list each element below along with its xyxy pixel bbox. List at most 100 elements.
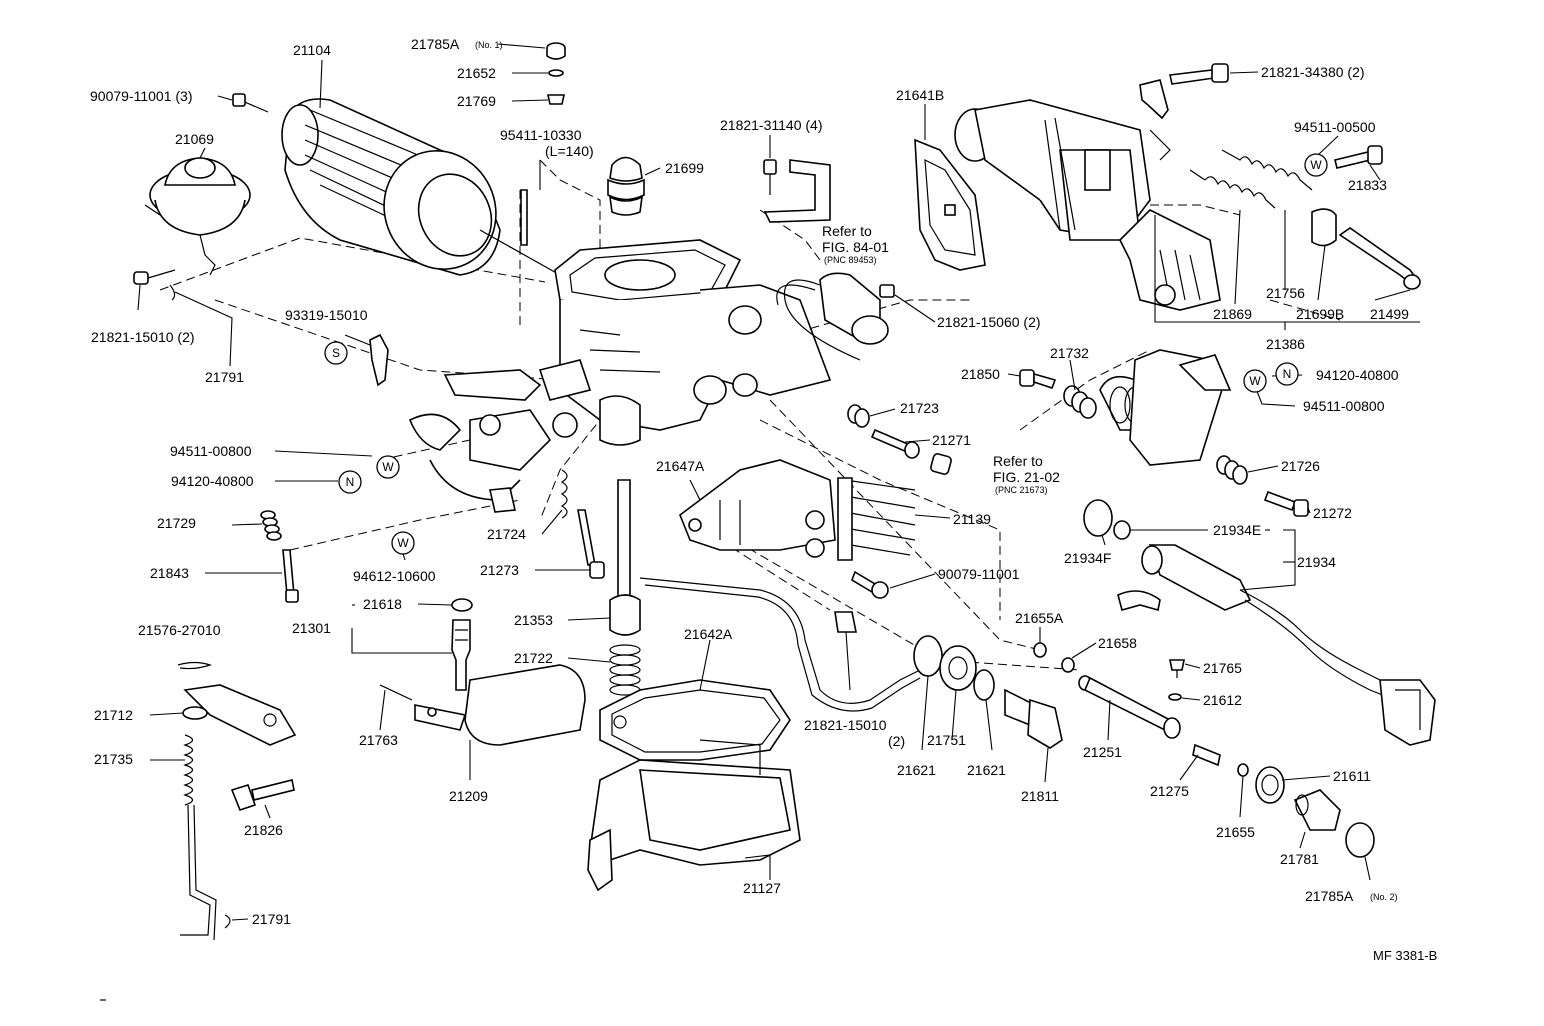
label-21732: 21732 <box>1050 345 1089 361</box>
label-95411-length: (L=140) <box>545 143 594 159</box>
washer-21612 <box>1168 693 1182 701</box>
tubes-21139 <box>837 477 916 561</box>
label-21821-31140: 21821-31140 (4) <box>720 117 822 133</box>
label-21386: 21386 <box>1266 336 1305 352</box>
label-21723: 21723 <box>900 400 939 416</box>
label-21712: 21712 <box>94 707 133 723</box>
refer-note-fig-21-02: Refer to FIG. 21-02 (PNC 21673) <box>993 453 1060 495</box>
diaphragm-21069 <box>144 157 251 276</box>
label-21869: 21869 <box>1213 306 1252 322</box>
gasket-21611 <box>1255 766 1285 804</box>
svg-text:Refer to: Refer to <box>993 453 1043 469</box>
symbol-n-94120-right: N <box>1275 362 1299 386</box>
label-21699: 21699 <box>665 160 704 176</box>
symbol-w-94511-left: W <box>376 455 400 479</box>
symbol-w-94511-right: W <box>1243 369 1267 393</box>
label-21209: 21209 <box>449 788 488 804</box>
cap-refer-21673 <box>930 453 952 475</box>
label-21611: 21611 <box>1333 768 1371 784</box>
label-21652: 21652 <box>457 65 496 81</box>
label-21821-15010-qty: (2) <box>888 733 905 749</box>
label-21763: 21763 <box>359 732 398 748</box>
label-21934: 21934 <box>1297 554 1336 570</box>
svg-text:S: S <box>332 346 340 360</box>
label-21833: 21833 <box>1348 177 1387 193</box>
label-21735: 21735 <box>94 751 133 767</box>
fitting-21275 <box>1192 743 1221 767</box>
svg-text:FIG. 21-02: FIG. 21-02 <box>993 469 1060 485</box>
spring-21724 <box>560 469 568 519</box>
label-21139: 21139 <box>953 511 991 527</box>
part-labels: 21785A (No. 1) 21652 21769 21104 90079-1… <box>90 36 1409 927</box>
valve-21251 <box>1078 675 1181 739</box>
symbol-w-94612: W <box>391 531 415 555</box>
label-21791-top: 21791 <box>205 369 244 385</box>
screw-21273 <box>577 509 605 579</box>
oring-21655 <box>1237 763 1249 777</box>
carburetor-body <box>538 239 832 446</box>
oring-21658 <box>1061 657 1075 673</box>
solenoid-21209 <box>379 664 586 746</box>
spring-21726 <box>1216 455 1248 485</box>
bracket-21821-34380 <box>1139 63 1229 120</box>
screw-21843 <box>282 549 299 603</box>
symbol-w-94511-00500: W <box>1304 153 1328 177</box>
spring-21869 <box>1189 169 1276 209</box>
bracket-21821-31140 <box>763 159 831 223</box>
label-21642A: 21642A <box>684 626 733 642</box>
rod-21791 <box>180 804 231 941</box>
label-21811: 21811 <box>1021 788 1059 804</box>
label-94511-00800-right: 94511-00800 <box>1303 398 1385 414</box>
screw-21271 <box>870 428 920 459</box>
label-93319-15010: 93319-15010 <box>285 307 368 323</box>
label-21499: 21499 <box>1370 306 1409 322</box>
solenoid-valve <box>776 272 895 361</box>
label-21843: 21843 <box>150 565 189 581</box>
switch-21301 <box>451 598 473 691</box>
label-21353: 21353 <box>514 612 553 628</box>
plunger-21353 <box>609 479 641 636</box>
svg-text:W: W <box>397 536 409 550</box>
label-21826: 21826 <box>244 822 283 838</box>
label-21765: 21765 <box>1203 660 1242 676</box>
oring-21655A <box>1033 642 1047 658</box>
label-90079-11001: 90079-11001 <box>938 566 1020 582</box>
spring-21732 <box>1063 385 1097 419</box>
symbol-s-93319: S <box>324 341 348 365</box>
label-21655: 21655 <box>1216 824 1255 840</box>
cap-21785A-no1 <box>546 42 566 60</box>
label-21301: 21301 <box>292 620 331 636</box>
label-21726: 21726 <box>1281 458 1320 474</box>
label-21722: 21722 <box>514 650 553 666</box>
svg-text:W: W <box>1249 374 1261 388</box>
label-21621-b: 21621 <box>967 762 1006 778</box>
label-21821-15010-2: 21821-15010 (2) <box>91 329 195 345</box>
svg-text:N: N <box>346 475 355 489</box>
label-21724: 21724 <box>487 526 526 542</box>
fitting-21621-21751 <box>913 635 995 701</box>
label-94120-40800-left: 94120-40800 <box>171 473 254 489</box>
label-21821-15010: 21821-15010 <box>804 717 887 733</box>
svg-text:N: N <box>1283 367 1292 381</box>
label-21621-a: 21621 <box>897 762 936 778</box>
bolt-21765 <box>1169 659 1185 678</box>
label-21272: 21272 <box>1313 505 1352 521</box>
actuator-assembly <box>954 99 1221 311</box>
label-94120-40800-right: 94120-40800 <box>1316 367 1399 383</box>
label-21104: 21104 <box>293 42 331 58</box>
rubber-21699 <box>607 156 645 216</box>
cap-21785A-no2 <box>1345 822 1375 858</box>
label-21647A: 21647A <box>656 458 705 474</box>
spring-21756 <box>1221 149 1313 191</box>
pin-95411 <box>520 189 528 246</box>
screw-90079-11001 <box>851 570 889 599</box>
lever-21712 <box>182 684 297 746</box>
svg-text:(PNC 89453): (PNC 89453) <box>824 255 877 265</box>
label-95411-10330: 95411-10330 <box>500 127 582 143</box>
label-21821-15060: 21821-15060 (2) <box>937 314 1041 330</box>
bolt-21811 <box>1004 688 1063 749</box>
motor-21104 <box>232 93 561 276</box>
solenoid-21934 <box>1083 499 1436 746</box>
